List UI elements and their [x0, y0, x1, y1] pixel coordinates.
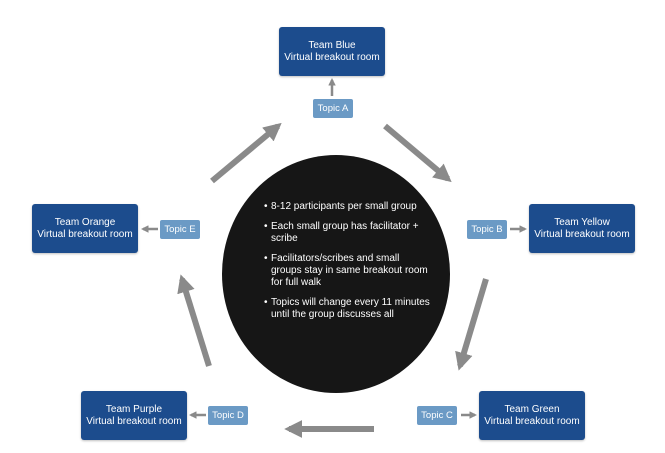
room-team-orange-subtitle: Virtual breakout room [37, 228, 133, 240]
room-team-purple-name: Team Purple [105, 403, 163, 415]
room-team-blue: Team Blue Virtual breakout room [279, 27, 385, 76]
notes-list: •8-12 participants per small group •Each… [264, 201, 432, 329]
note-text: Each small group has facilitator + scrib… [271, 221, 419, 244]
room-team-yellow: Team Yellow Virtual breakout room [529, 204, 635, 253]
note-item: •Topics will change every 11 minutes unt… [264, 297, 432, 321]
room-team-yellow-subtitle: Virtual breakout room [534, 228, 630, 240]
room-team-purple: Team Purple Virtual breakout room [81, 391, 187, 440]
topic-b: Topic B [467, 220, 507, 239]
note-item: •Each small group has facilitator + scri… [264, 221, 432, 245]
arrow-blue-to-yellow [383, 123, 452, 183]
room-team-orange: Team Orange Virtual breakout room [32, 204, 138, 253]
room-team-green-name: Team Green [504, 403, 560, 415]
room-team-blue-subtitle: Virtual breakout room [284, 51, 380, 63]
room-team-green-subtitle: Virtual breakout room [484, 415, 580, 427]
note-text: Facilitators/scribes and small groups st… [271, 253, 428, 288]
room-team-blue-name: Team Blue [308, 39, 356, 51]
note-item: •8-12 participants per small group [264, 201, 417, 212]
note-text: Topics will change every 11 minutes unti… [271, 297, 430, 320]
topic-a: Topic A [313, 99, 353, 118]
room-team-yellow-name: Team Yellow [554, 216, 610, 228]
arrow-orange-to-blue [210, 122, 282, 184]
note-item: •Facilitators/scribes and small groups s… [264, 253, 432, 289]
topic-c: Topic C [417, 406, 457, 425]
arrow-purple-to-orange [177, 274, 212, 367]
topic-e: Topic E [160, 220, 200, 239]
room-team-green: Team Green Virtual breakout room [479, 391, 585, 440]
room-team-purple-subtitle: Virtual breakout room [86, 415, 182, 427]
center-circle [222, 155, 450, 393]
room-team-orange-name: Team Orange [54, 216, 116, 228]
note-text: 8-12 participants per small group [271, 201, 417, 212]
arrow-yellow-to-green [455, 278, 489, 371]
topic-d: Topic D [208, 406, 248, 425]
